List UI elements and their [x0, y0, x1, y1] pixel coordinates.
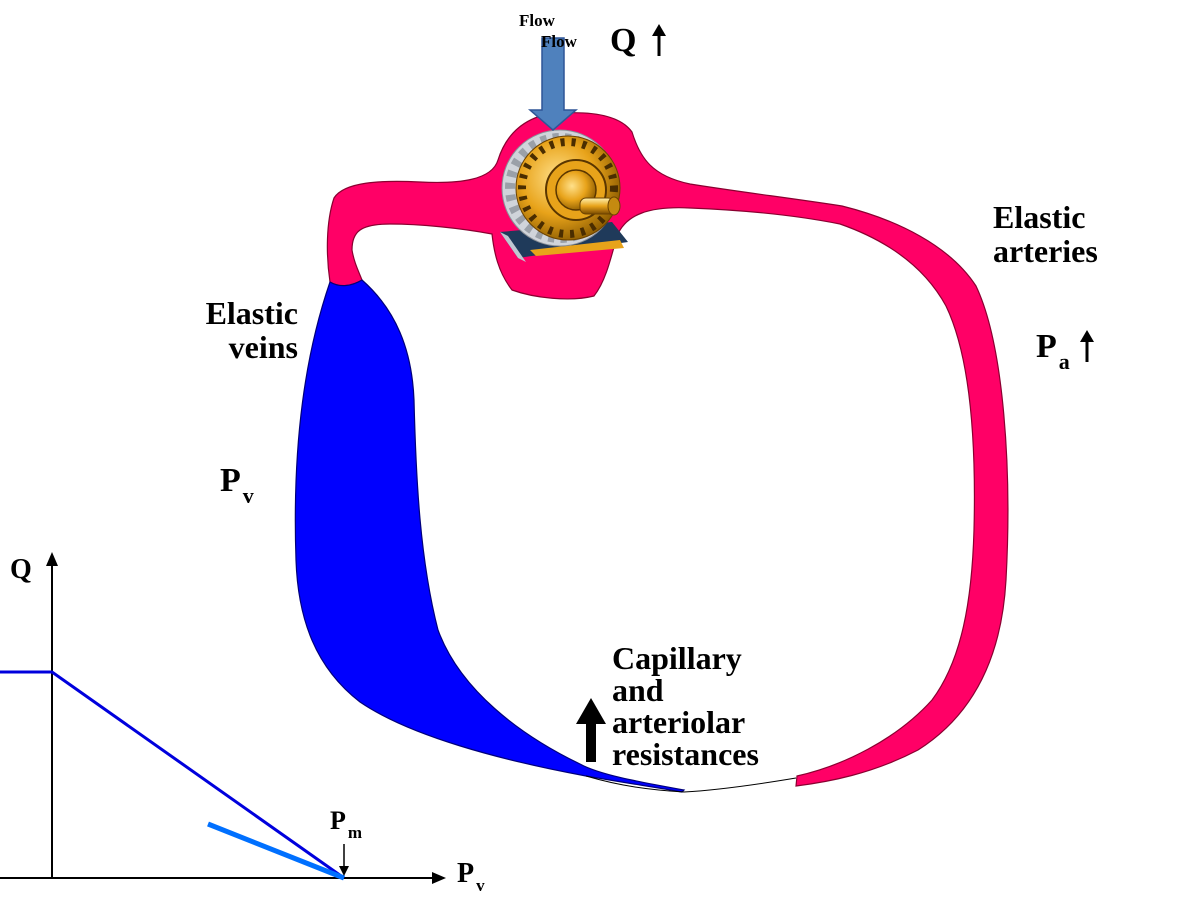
- q-flow-label: Q: [610, 22, 637, 59]
- elastic-arteries-label: Elastic arteries: [993, 200, 1098, 268]
- elastic-veins-line-1: Elastic: [205, 295, 298, 331]
- elastic-veins-label: Elastic veins: [176, 296, 298, 364]
- flow-label-bottom: Flow: [541, 32, 577, 51]
- pa-main: P: [1036, 328, 1057, 365]
- elastic-artery-vessel: [326, 112, 1009, 787]
- pa-label: Pa: [1036, 328, 1070, 373]
- graph-x-axis-arrowhead: [432, 872, 446, 884]
- pv-label: Pv: [220, 462, 254, 507]
- capillary-line-2: and: [612, 672, 664, 708]
- pm-subscript: m: [347, 823, 363, 842]
- capillary-line-4: resistances: [612, 736, 759, 772]
- resistance-up-arrow-icon: [576, 698, 606, 762]
- capillary-bed: [585, 775, 797, 793]
- q-up-arrow-icon: [652, 24, 666, 56]
- venous-return-curve-alt: [207, 821, 345, 881]
- elastic-vein-vessel: [294, 279, 686, 793]
- capillary-resistances-label: Capillary and arteriolar resistances: [612, 642, 759, 770]
- elastic-veins-line-2: veins: [228, 329, 298, 365]
- pm-pointer-arrowhead: [339, 866, 349, 876]
- pv-subscript: v: [242, 483, 254, 508]
- capillary-line-3: arteriolar: [612, 704, 746, 740]
- flow-label-top: Flow: [519, 11, 555, 30]
- motor-pump-icon: [500, 129, 628, 262]
- pv-main: P: [220, 462, 241, 499]
- venous-return-graph: [0, 552, 446, 884]
- pa-up-arrow-icon: [1080, 330, 1094, 362]
- graph-x-axis-label-sub: v: [476, 876, 485, 895]
- capillary-line-1: Capillary: [612, 640, 742, 676]
- elastic-arteries-line-2: arteries: [993, 233, 1098, 269]
- graph-x-axis-label-main: P: [457, 858, 475, 889]
- venous-return-curve: [0, 670, 345, 880]
- elastic-arteries-line-1: Elastic: [993, 199, 1086, 235]
- graph-y-axis-label: Q: [10, 554, 32, 585]
- pa-subscript: a: [1058, 349, 1070, 374]
- flow-down-arrow-icon: [527, 37, 579, 131]
- pm-main: P: [330, 806, 346, 835]
- graph-y-axis-arrowhead: [46, 552, 58, 566]
